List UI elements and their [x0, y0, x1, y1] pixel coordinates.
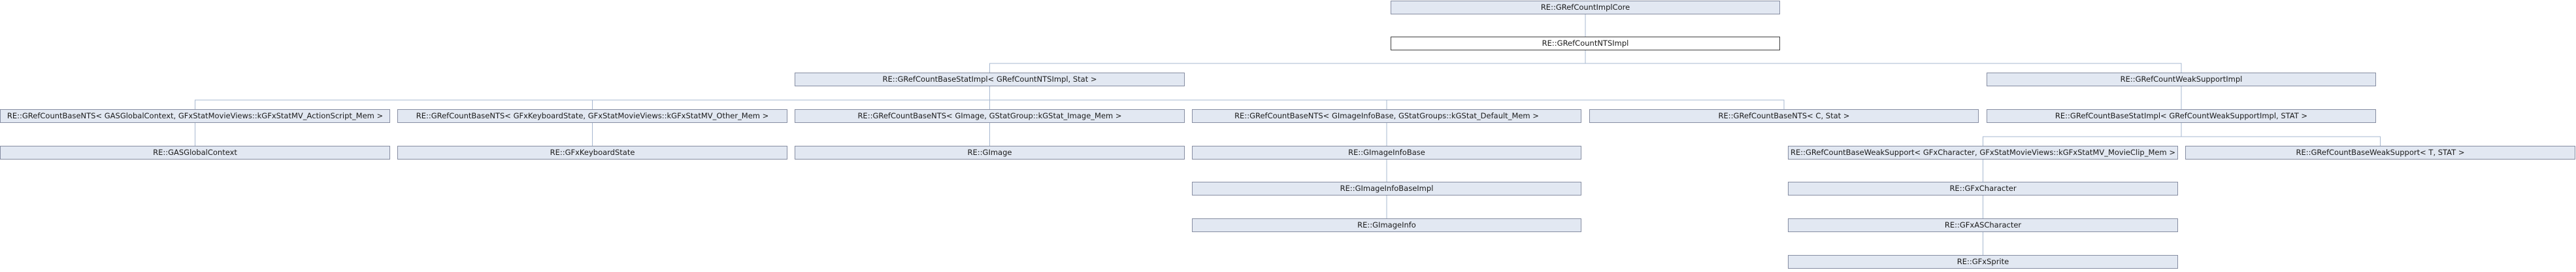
class-node-kbd[interactable]: RE::GFxKeyboardState	[397, 146, 787, 160]
class-node-img[interactable]: RE::GImage	[795, 146, 1185, 160]
class-node-ntsimpl[interactable]: RE::GRefCountNTSImpl	[1391, 37, 1780, 50]
class-node-aschar[interactable]: RE::GFxASCharacter	[1788, 218, 2178, 232]
inheritance-edge	[1983, 123, 2182, 146]
class-node-core[interactable]: RE::GRefCountImplCore	[1391, 1, 1780, 14]
class-node-imginfobaseimpl[interactable]: RE::GImageInfoBaseImpl	[1192, 182, 1581, 196]
class-node-weakimpl[interactable]: RE::GRefCountWeakSupportImpl	[1987, 73, 2376, 86]
class-node-nts-kbd[interactable]: RE::GRefCountBaseNTS< GFxKeyboardState, …	[397, 109, 787, 123]
inheritance-edge	[592, 86, 990, 109]
class-node-imginfo[interactable]: RE::GImageInfo	[1192, 218, 1581, 232]
class-node-nts-img[interactable]: RE::GRefCountBaseNTS< GImage, GStatGroup…	[795, 109, 1185, 123]
inheritance-edge	[989, 50, 1586, 73]
class-node-ws-t[interactable]: RE::GRefCountBaseWeakSupport< T, STAT >	[2185, 146, 2575, 160]
class-node-bsi-weak[interactable]: RE::GRefCountBaseStatImpl< GRefCountWeak…	[1987, 109, 2376, 123]
inheritance-edge	[989, 86, 1387, 109]
class-node-gas[interactable]: RE::GASGlobalContext	[0, 146, 390, 160]
inheritance-edge	[2181, 123, 2381, 146]
class-node-sprite[interactable]: RE::GFxSprite	[1788, 255, 2178, 269]
inheritance-edge	[1585, 50, 2182, 73]
inheritance-edge	[989, 86, 1785, 109]
class-node-imginfobase[interactable]: RE::GImageInfoBase	[1192, 146, 1581, 160]
class-node-nts-c[interactable]: RE::GRefCountBaseNTS< C, Stat >	[1589, 109, 1979, 123]
class-node-char[interactable]: RE::GFxCharacter	[1788, 182, 2178, 196]
class-node-ws-char[interactable]: RE::GRefCountBaseWeakSupport< GFxCharact…	[1788, 146, 2178, 160]
class-node-nts-imgib[interactable]: RE::GRefCountBaseNTS< GImageInfoBase, GS…	[1192, 109, 1581, 123]
class-node-bsi-nts[interactable]: RE::GRefCountBaseStatImpl< GRefCountNTSI…	[795, 73, 1185, 86]
class-node-nts-gas[interactable]: RE::GRefCountBaseNTS< GASGlobalContext, …	[0, 109, 390, 123]
